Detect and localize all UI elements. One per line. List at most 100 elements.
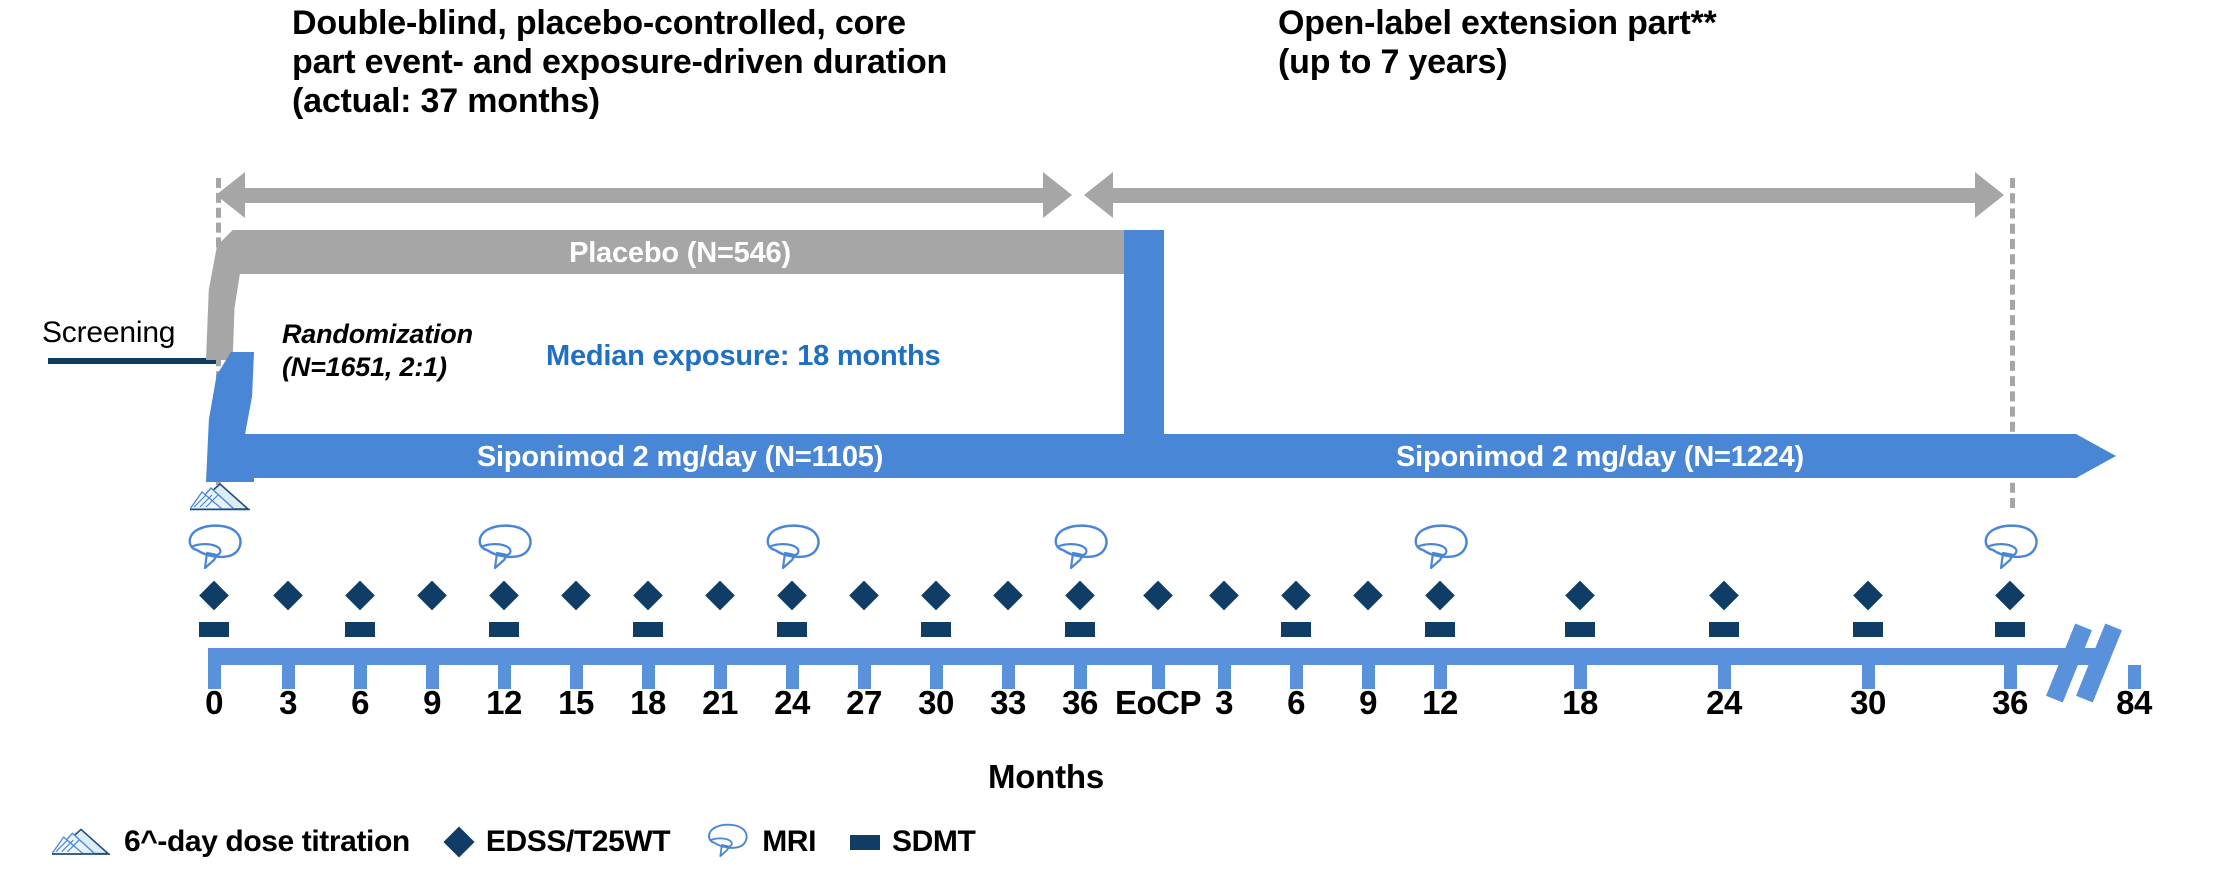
axis-tick-label: 33: [990, 684, 1026, 721]
edss-t25wt-diamond-icon: [1143, 580, 1173, 611]
sdmt-square-icon: [199, 622, 229, 637]
sdmt-square-icon: [1709, 622, 1739, 637]
span-bar: [242, 188, 1046, 203]
axis-caption: Months: [0, 758, 2220, 796]
axis-tick-label: 3: [279, 684, 297, 721]
sdmt-square-icon: [1853, 622, 1883, 637]
median-exposure-annotation: Median exposure: 18 months: [546, 340, 941, 372]
edss-t25wt-diamond-icon: [1709, 580, 1739, 611]
legend-label: 6^-day dose titration: [124, 825, 410, 858]
axis-tick: [2128, 665, 2141, 689]
mri-brain-icon: [473, 522, 535, 581]
axis-tick-label: 18: [630, 684, 666, 721]
axis-tick: [714, 665, 727, 689]
axis-tick: [354, 665, 367, 689]
screening-rule: [48, 358, 216, 364]
axis-tick: [498, 665, 511, 689]
ole-part-span-arrow: [1084, 172, 2004, 218]
edss-t25wt-diamond-icon: [1425, 580, 1455, 611]
edss-t25wt-diamond-icon: [1065, 580, 1095, 611]
siponimod-core-arm-label: Siponimod 2 mg/day (N=1105): [476, 441, 884, 473]
month36-dashed-guide: [2010, 178, 2015, 508]
siponimod-ole-arm-bar: Siponimod 2 mg/day (N=1224): [1124, 434, 2076, 478]
dose-titration-icon: [188, 482, 252, 517]
axis-tick-label: 6: [351, 684, 369, 721]
edss-t25wt-diamond-icon: [199, 580, 229, 611]
axis-tick: [570, 665, 583, 689]
axis-tick-label: 12: [1422, 684, 1458, 721]
axis-tick: [1290, 665, 1303, 689]
core-part-span-arrow: [216, 172, 1072, 218]
legend-item: SDMT: [850, 825, 976, 859]
square-icon: [850, 834, 881, 850]
legend-label: MRI: [762, 825, 817, 858]
dose-titration-icon: [52, 827, 112, 857]
axis-tick-label: 6: [1287, 684, 1305, 721]
core-part-title: Double-blind, placebo-controlled, core p…: [292, 4, 948, 120]
axis-tick-label: 27: [846, 684, 882, 721]
diamond-icon: [443, 826, 475, 858]
sdmt-square-icon: [489, 622, 519, 637]
axis-tick-label: 21: [702, 684, 738, 721]
axis-tick-label: 18: [1562, 684, 1598, 721]
axis-tick-label: 12: [486, 684, 522, 721]
axis-tick-label: 36: [1062, 684, 1098, 721]
legend: 6^-day dose titration EDSS/T25WT MRI SDMT: [52, 822, 1009, 862]
axis-tick-label: EoCP: [1114, 684, 1202, 721]
span-bar: [1110, 188, 1978, 203]
timeline-axis: [208, 648, 2108, 665]
axis-tick: [642, 665, 655, 689]
sdmt-square-icon: [1065, 622, 1095, 637]
axis-tick-label: 30: [1850, 684, 1886, 721]
edss-t25wt-diamond-icon: [489, 580, 519, 611]
siponimod-core-arm-bar: Siponimod 2 mg/day (N=1105): [236, 434, 1124, 478]
edss-t25wt-diamond-icon: [1281, 580, 1311, 611]
sdmt-square-icon: [1995, 622, 2025, 637]
mri-brain-icon: [183, 522, 245, 581]
edss-t25wt-diamond-icon: [849, 580, 879, 611]
axis-tick-label: 15: [558, 684, 594, 721]
ole-arrow-head-icon: [2076, 434, 2116, 478]
sdmt-square-icon: [921, 622, 951, 637]
sdmt-square-icon: [1425, 622, 1455, 637]
legend-label: EDSS/T25WT: [485, 825, 671, 858]
brain-mri-icon: [704, 822, 750, 862]
edss-t25wt-diamond-icon: [777, 580, 807, 611]
axis-tick: [1218, 665, 1231, 689]
edss-t25wt-diamond-icon: [633, 580, 663, 611]
mri-brain-icon: [1049, 522, 1111, 581]
axis-tick-label: 9: [1359, 684, 1377, 721]
axis-tick-label: 9: [423, 684, 441, 721]
axis-tick: [2004, 665, 2017, 689]
axis-caption-text: Months: [987, 758, 1105, 795]
arrow-left-head-icon: [1084, 172, 1113, 218]
axis-tick: [1002, 665, 1015, 689]
screening-label: Screening: [42, 316, 176, 349]
axis-tick: [1574, 665, 1587, 689]
axis-tick: [1362, 665, 1375, 689]
legend-item: 6^-day dose titration: [52, 825, 410, 859]
axis-tick-label: 24: [1706, 684, 1742, 721]
legend-item: EDSS/T25WT: [443, 825, 671, 859]
edss-t25wt-diamond-icon: [921, 580, 951, 611]
edss-t25wt-diamond-icon: [561, 580, 591, 611]
axis-tick: [208, 665, 221, 689]
axis-tick: [858, 665, 871, 689]
axis-tick: [786, 665, 799, 689]
edss-t25wt-diamond-icon: [1353, 580, 1383, 611]
axis-tick: [1074, 665, 1087, 689]
open-label-extension-title: Open-label extension part** (up to 7 yea…: [1278, 4, 1717, 81]
axis-tick: [1718, 665, 1731, 689]
edss-t25wt-diamond-icon: [273, 580, 303, 611]
siponimod-ole-arm-label: Siponimod 2 mg/day (N=1224): [1396, 441, 1804, 473]
axis-tick-label: 24: [774, 684, 810, 721]
axis-tick: [1152, 665, 1165, 689]
edss-t25wt-diamond-icon: [1853, 580, 1883, 611]
arrow-right-head-icon: [1975, 172, 2004, 218]
sdmt-square-icon: [633, 622, 663, 637]
axis-tick-label: 84: [2116, 684, 2152, 721]
edss-t25wt-diamond-icon: [1565, 580, 1595, 611]
sdmt-square-icon: [345, 622, 375, 637]
axis-tick-label: 30: [918, 684, 954, 721]
